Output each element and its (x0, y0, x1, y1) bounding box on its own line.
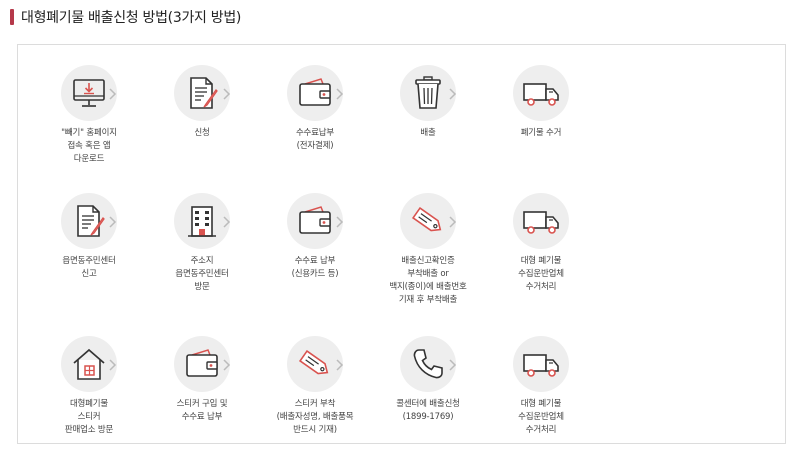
step-label: 배출신고확인증 부착배출 or 백지(종이)에 배출번호 기재 후 부착배출 (389, 256, 467, 305)
step-label: 주소지 읍면동주민센터 방문 (175, 256, 229, 292)
chevron-right-icon (223, 216, 231, 228)
chevron-right-icon (109, 216, 117, 228)
chevron-right-icon (449, 359, 457, 371)
step-label: 읍면동주민센터 신고 (62, 256, 116, 279)
title-accent-bar (10, 9, 14, 25)
step-label: 폐기물 수거 (520, 128, 562, 138)
process-step: 대형 폐기물 수집운반업체 수거처리 (485, 193, 597, 294)
step-label: 수수료납부 (전자결제) (295, 128, 335, 151)
tag-icon (400, 193, 456, 249)
process-step: 대형 폐기물 수집운반업체 수거처리 (485, 336, 597, 437)
wallet-icon (287, 65, 343, 121)
process-step: 폐기물 수거 (485, 65, 597, 140)
phone-icon (400, 336, 456, 392)
page-title: 대형폐기물 배출신청 방법(3가지 방법) (21, 10, 242, 26)
process-step: 스티커 부착 (배출자성명, 배출품목 반드시 기재) (259, 336, 371, 437)
house-icon (61, 336, 117, 392)
chevron-right-icon (223, 359, 231, 371)
chevron-right-icon (336, 88, 344, 100)
step-label: 콜센터에 배출신청 (1899-1769) (396, 399, 460, 422)
step-label: 스티커 부착 (배출자성명, 배출품목 반드시 기재) (276, 399, 354, 435)
step-label: 배출 (420, 128, 436, 138)
building-icon (174, 193, 230, 249)
monitor-download-icon (61, 65, 117, 121)
process-step: 콜센터에 배출신청 (1899-1769) (372, 336, 484, 424)
truck-icon (513, 336, 569, 392)
chevron-right-icon (336, 216, 344, 228)
process-step: 스티커 구입 및 수수료 납부 (146, 336, 258, 424)
step-label: "빼기" 홈페이지 접속 혹은 앱 다운로드 (61, 128, 117, 164)
process-panel: "빼기" 홈페이지 접속 혹은 앱 다운로드 신청 수수료납부 (전자결제) 배… (17, 44, 786, 444)
process-step: 신청 (146, 65, 258, 140)
step-label: 신청 (194, 128, 210, 138)
step-label: 수수료 납부 (신용카드 등) (291, 256, 339, 279)
wallet-icon (174, 336, 230, 392)
trash-can-icon (400, 65, 456, 121)
section-header: 대형폐기물 배출신청 방법(3가지 방법) (10, 6, 241, 28)
process-step: 배출 (372, 65, 484, 140)
document-pen-icon (174, 65, 230, 121)
step-label: 대형폐기물 스티커 판매업소 방문 (64, 399, 114, 435)
process-step: 수수료납부 (전자결제) (259, 65, 371, 153)
step-label: 대형 폐기물 수집운반업체 수거처리 (518, 399, 564, 435)
process-step: 주소지 읍면동주민센터 방문 (146, 193, 258, 294)
process-step: "빼기" 홈페이지 접속 혹은 앱 다운로드 (33, 65, 145, 166)
process-step: 대형폐기물 스티커 판매업소 방문 (33, 336, 145, 437)
chevron-right-icon (109, 88, 117, 100)
document-pen-icon (61, 193, 117, 249)
process-step: 읍면동주민센터 신고 (33, 193, 145, 281)
truck-icon (513, 65, 569, 121)
step-label: 대형 폐기물 수집운반업체 수거처리 (518, 256, 564, 292)
chevron-right-icon (449, 216, 457, 228)
chevron-right-icon (449, 88, 457, 100)
chevron-right-icon (109, 359, 117, 371)
step-label: 스티커 구입 및 수수료 납부 (176, 399, 228, 422)
process-step: 배출신고확인증 부착배출 or 백지(종이)에 배출번호 기재 후 부착배출 (372, 193, 484, 307)
tag-icon (287, 336, 343, 392)
wallet-icon (287, 193, 343, 249)
process-step: 수수료 납부 (신용카드 등) (259, 193, 371, 281)
chevron-right-icon (336, 359, 344, 371)
chevron-right-icon (223, 88, 231, 100)
truck-icon (513, 193, 569, 249)
